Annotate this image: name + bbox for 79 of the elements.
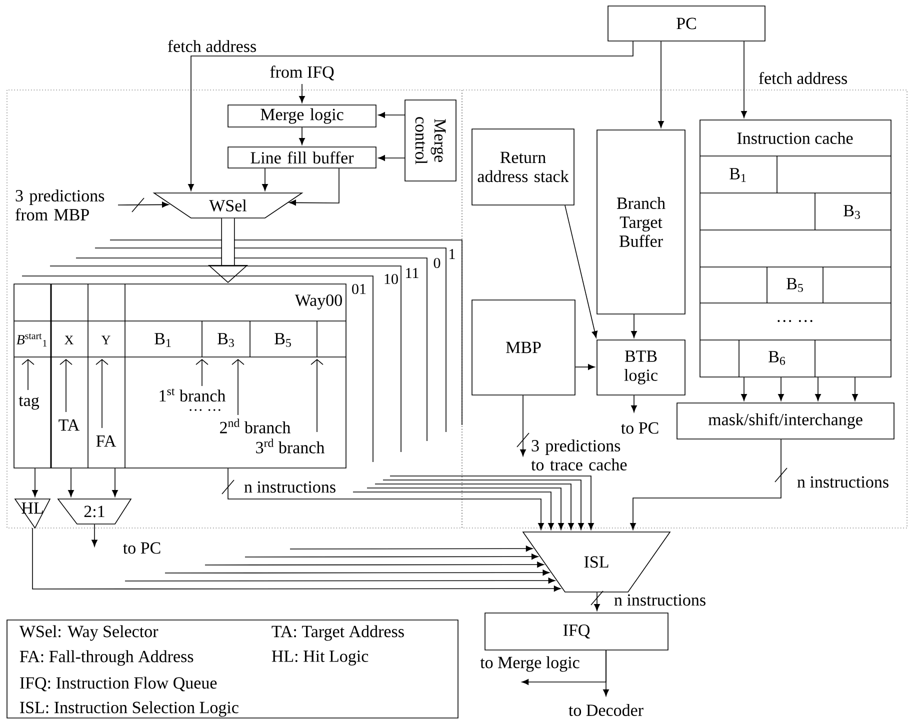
edge-label: n instructions xyxy=(614,594,706,606)
edge-label: to PC xyxy=(123,542,160,554)
edge-label: to PC xyxy=(621,422,658,434)
arrow xyxy=(594,592,600,611)
node-label: TA xyxy=(58,419,80,431)
buffer-box: Branch Target Buffer xyxy=(596,130,686,314)
node-label: X xyxy=(64,336,74,344)
edge-label: to Decoder xyxy=(568,704,644,716)
way-label: 10 xyxy=(384,274,398,284)
node-label: B$^{start}$1 xyxy=(16,334,47,346)
arrow xyxy=(118,202,169,208)
abbreviation-box: WSel: Way Selector TA: Target Address FA: Fall-through Address HL: Hit Logic IFQ: Instruction Flow Queue ISL: Instruction Selection Logic xyxy=(6,620,458,718)
arrow xyxy=(631,395,637,412)
process-box: mask/shift/interchange xyxy=(676,402,894,440)
node-label: B$_{3}$ xyxy=(218,333,234,347)
node-label: Way00 xyxy=(294,294,342,310)
arrow xyxy=(164,570,550,576)
node-label: … … xyxy=(190,409,220,411)
arrow xyxy=(564,205,598,338)
edge-label: fetch address xyxy=(758,72,847,84)
stack-box: Return address stack xyxy=(472,128,574,206)
buffer-box: Line fill buffer xyxy=(228,146,376,168)
arrow xyxy=(815,377,821,401)
arrow xyxy=(378,112,406,118)
predictor-box: MBP xyxy=(472,300,576,396)
arrow xyxy=(188,41,634,191)
arrow xyxy=(244,554,538,560)
way-label: 1 xyxy=(450,249,455,259)
edge-label: n instructions xyxy=(244,481,336,493)
logic-box: BTB logic xyxy=(596,340,686,396)
arrow xyxy=(289,168,340,206)
edge-label: 3 predictions to trace cache xyxy=(531,440,627,470)
way-label: 11 xyxy=(406,268,418,278)
edge-label: to Merge logic xyxy=(480,656,580,672)
arrow xyxy=(352,492,554,530)
arrow xyxy=(262,168,268,191)
arrow xyxy=(520,395,526,456)
edge-label: 3 predictions from MBP xyxy=(16,190,104,220)
arrow xyxy=(68,468,74,497)
arrow xyxy=(299,84,305,103)
control-box: Merge control xyxy=(404,100,456,182)
edge-label: from IFQ xyxy=(270,66,334,80)
node-label: FA xyxy=(96,435,116,447)
arrow xyxy=(366,488,564,530)
arrow xyxy=(204,562,544,568)
node-label: Y xyxy=(101,336,110,344)
arrow xyxy=(32,468,38,497)
arrow xyxy=(32,528,561,592)
cache-table: Instruction cache B$_{1}$ B$_{3}$ B$_{5}$ … … B$_{6}$ xyxy=(700,120,892,378)
arrow xyxy=(299,127,305,145)
arrow xyxy=(778,377,784,401)
arrow xyxy=(522,650,606,685)
edge-label: fetch address xyxy=(168,40,256,52)
arrow xyxy=(630,439,782,530)
arrow xyxy=(631,314,637,338)
node-label: 1$^{st}$ branch xyxy=(160,388,226,402)
arrow xyxy=(658,41,664,128)
node-label: B$_{5}$ xyxy=(274,333,291,347)
process-box: Merge logic xyxy=(228,104,376,128)
arrow xyxy=(741,377,747,401)
node-label: 3$^{rd}$ branch xyxy=(256,438,324,454)
node-label: 2$^{nd}$ branch xyxy=(220,418,290,434)
queue-box: IFQ xyxy=(484,612,668,650)
node-label: B$_{1}$ xyxy=(154,333,171,347)
way-table: Way00 B$^{start}$1 X Y B$_{1}$ B$_{3}$ B$_{5}$ tag TA FA 1$^{st}$ branch … … 2$^{nd}$ branch 3$^{rd}$ branch xyxy=(14,284,346,468)
arrow xyxy=(374,484,574,530)
arrow xyxy=(124,578,556,584)
arrow xyxy=(112,468,118,497)
arrow xyxy=(741,41,747,118)
arrow xyxy=(852,377,858,401)
arrow xyxy=(575,364,595,370)
pc-box: PC xyxy=(608,6,766,42)
node-label: tag xyxy=(18,396,40,410)
arrow xyxy=(92,524,98,547)
way-label: 0 xyxy=(434,258,440,268)
arrow xyxy=(228,468,544,530)
edge-label: n instructions xyxy=(797,476,888,488)
arrow xyxy=(378,155,406,161)
arrow xyxy=(290,546,533,552)
